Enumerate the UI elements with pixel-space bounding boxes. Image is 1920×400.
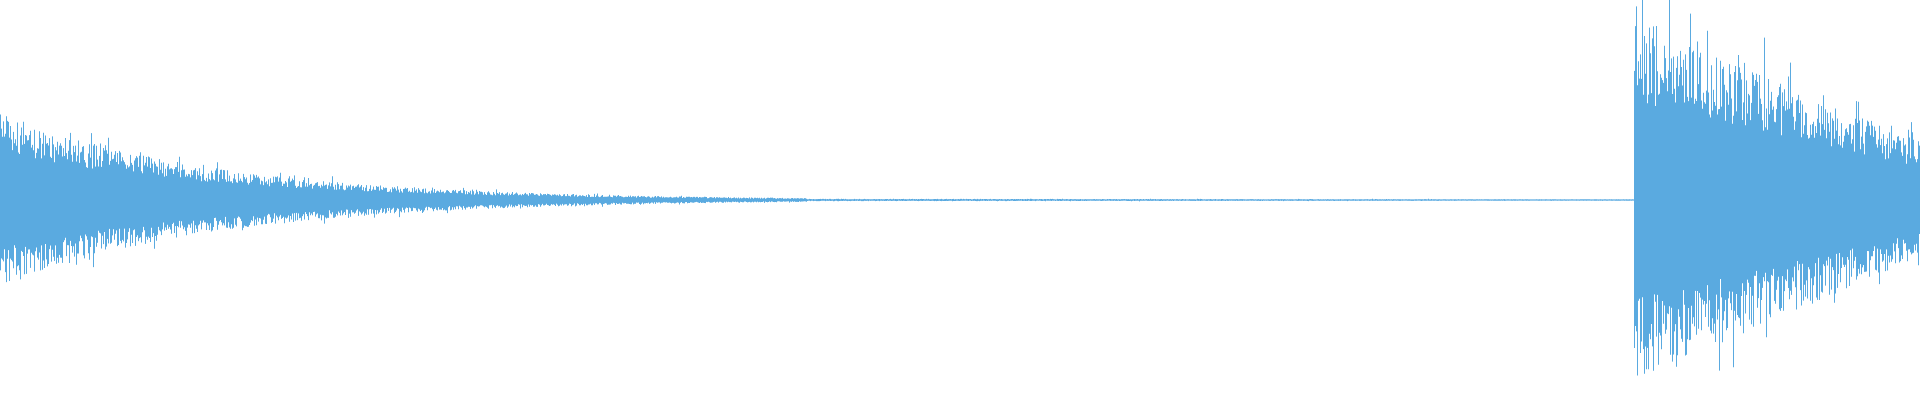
waveform-samples: [0, 0, 1920, 376]
waveform-path: [0, 0, 1920, 376]
